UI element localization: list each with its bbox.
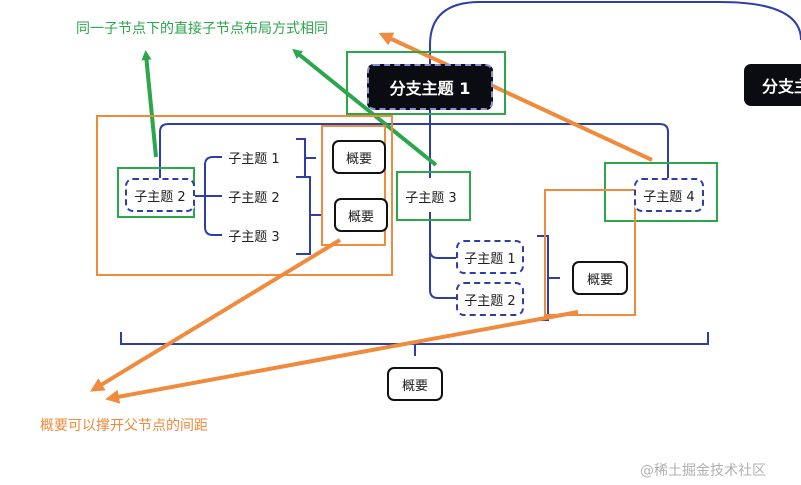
connector-sub2-children [192, 156, 222, 236]
connector-bus [159, 123, 669, 180]
highlight-sub2-group [96, 115, 393, 276]
highlight-sub4 [604, 162, 718, 222]
summary-4[interactable]: 概要 [387, 367, 443, 401]
subtopic-3[interactable]: 子主题 3 [405, 190, 457, 206]
arrow-orange-1 [378, 32, 653, 162]
subtopic-2-child-2[interactable]: 子主题 2 [228, 190, 280, 206]
subtopic-3-child-2[interactable]: 子主题 2 [456, 282, 524, 316]
annotation-bottom: 概要可以撑开父节点的间距 [40, 418, 208, 434]
subtopic-2-child-1[interactable]: 子主题 1 [228, 151, 280, 167]
arrow-orange-3 [105, 310, 579, 404]
branch-topic-1[interactable]: 分支主题 1 [367, 64, 493, 110]
highlight-sub2-summaries [321, 125, 386, 246]
annotation-top: 同一子节点下的直接子节点布局方式相同 [76, 21, 328, 37]
subtopic-2-child-3[interactable]: 子主题 3 [228, 229, 280, 245]
highlight-sub3 [396, 171, 471, 221]
highlight-branch1 [346, 51, 506, 115]
arrow-green-1 [141, 50, 158, 158]
subtopic-2[interactable]: 子主题 2 [125, 178, 195, 212]
subtopic-3-child-1[interactable]: 子主题 1 [456, 240, 524, 274]
watermark: @稀土掘金技术社区 [640, 463, 766, 479]
summary-2[interactable]: 概要 [334, 198, 388, 232]
arrow-orange-2 [90, 238, 342, 392]
summary-1[interactable]: 概要 [332, 140, 386, 174]
subtopic-4[interactable]: 子主题 4 [634, 178, 704, 212]
bracket-sub2-b [296, 176, 322, 255]
summary-3[interactable]: 概要 [572, 261, 628, 295]
branch-topic-right[interactable]: 分支主 [744, 64, 801, 106]
connector-sub3-children [429, 212, 457, 299]
arrow-green-2 [292, 48, 438, 167]
connector-top-curve [429, 1, 801, 66]
highlight-sub3-summary [544, 189, 636, 316]
